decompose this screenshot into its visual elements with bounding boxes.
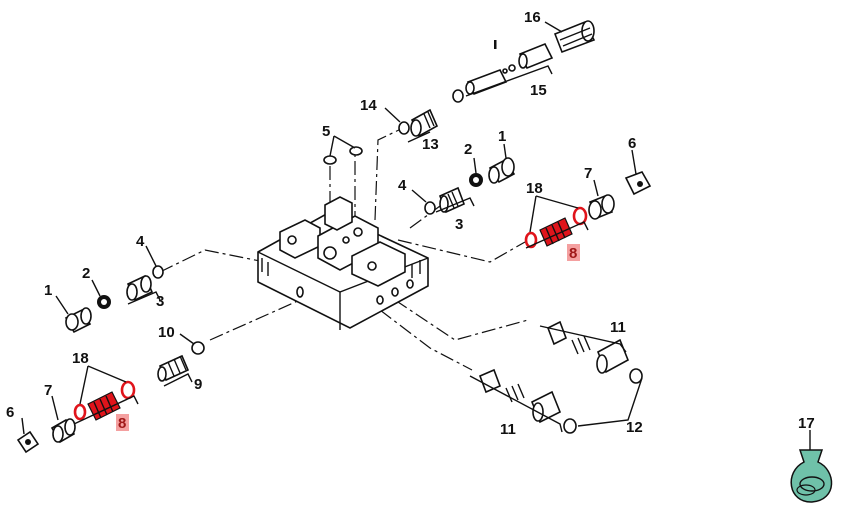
label-13: 13 xyxy=(422,136,439,153)
highlight-8-right xyxy=(567,244,580,261)
left-chain-9-10 xyxy=(157,341,205,382)
red-o-ring xyxy=(524,231,538,249)
label-16: 16 xyxy=(524,9,541,26)
group-brackets xyxy=(73,65,627,433)
red-o-ring xyxy=(73,403,87,421)
label-6-left: 6 xyxy=(6,404,14,421)
label-2-left: 2 xyxy=(82,265,90,282)
label-7-left: 7 xyxy=(44,382,52,399)
label-11-upper: 11 xyxy=(610,319,626,336)
leader-lines xyxy=(21,21,637,435)
label-5: 5 xyxy=(322,123,330,140)
right-chain-1-2-3-4 xyxy=(424,157,516,215)
highlight-8-left xyxy=(116,414,129,431)
label-7-right: 7 xyxy=(584,165,592,182)
label-4-left: 4 xyxy=(136,233,145,250)
label-12: 12 xyxy=(626,419,643,436)
upper-11-assembly xyxy=(546,320,643,384)
pin-small xyxy=(494,40,497,49)
callout-labels: 16 15 14 13 5 1 2 4 3 6 7 18 8 4 2 1 3 1… xyxy=(6,9,815,438)
parts-bag xyxy=(790,430,833,503)
label-3-right: 3 xyxy=(455,216,463,233)
label-4-right: 4 xyxy=(398,177,407,194)
valve-body xyxy=(257,196,429,330)
label-8-right: 8 xyxy=(569,245,577,262)
red-spool xyxy=(539,217,573,247)
lower-11-assembly xyxy=(478,368,577,434)
label-8-left: 8 xyxy=(118,415,126,432)
label-15: 15 xyxy=(530,82,547,99)
label-3-left: 3 xyxy=(156,293,164,310)
label-11-lower: 11 xyxy=(500,421,516,438)
left-chain-1-2-3-4 xyxy=(64,265,164,334)
o-ring-5b xyxy=(349,146,363,156)
part-16-cylinder xyxy=(553,20,596,54)
label-9: 9 xyxy=(194,376,202,393)
label-1-right: 1 xyxy=(498,128,506,145)
label-18-right: 18 xyxy=(526,180,543,197)
label-18-left: 18 xyxy=(72,350,89,367)
label-6-right: 6 xyxy=(628,135,636,152)
label-17: 17 xyxy=(798,415,815,432)
label-14: 14 xyxy=(360,97,377,114)
part-14-13-plug xyxy=(398,108,439,138)
right-chain-highlight xyxy=(524,171,652,249)
label-10: 10 xyxy=(158,324,175,341)
o-ring-5a xyxy=(323,155,337,165)
leader-12 xyxy=(577,377,643,427)
label-1-left: 1 xyxy=(44,282,52,299)
red-o-ring xyxy=(120,380,136,400)
label-2-right: 2 xyxy=(464,141,472,158)
